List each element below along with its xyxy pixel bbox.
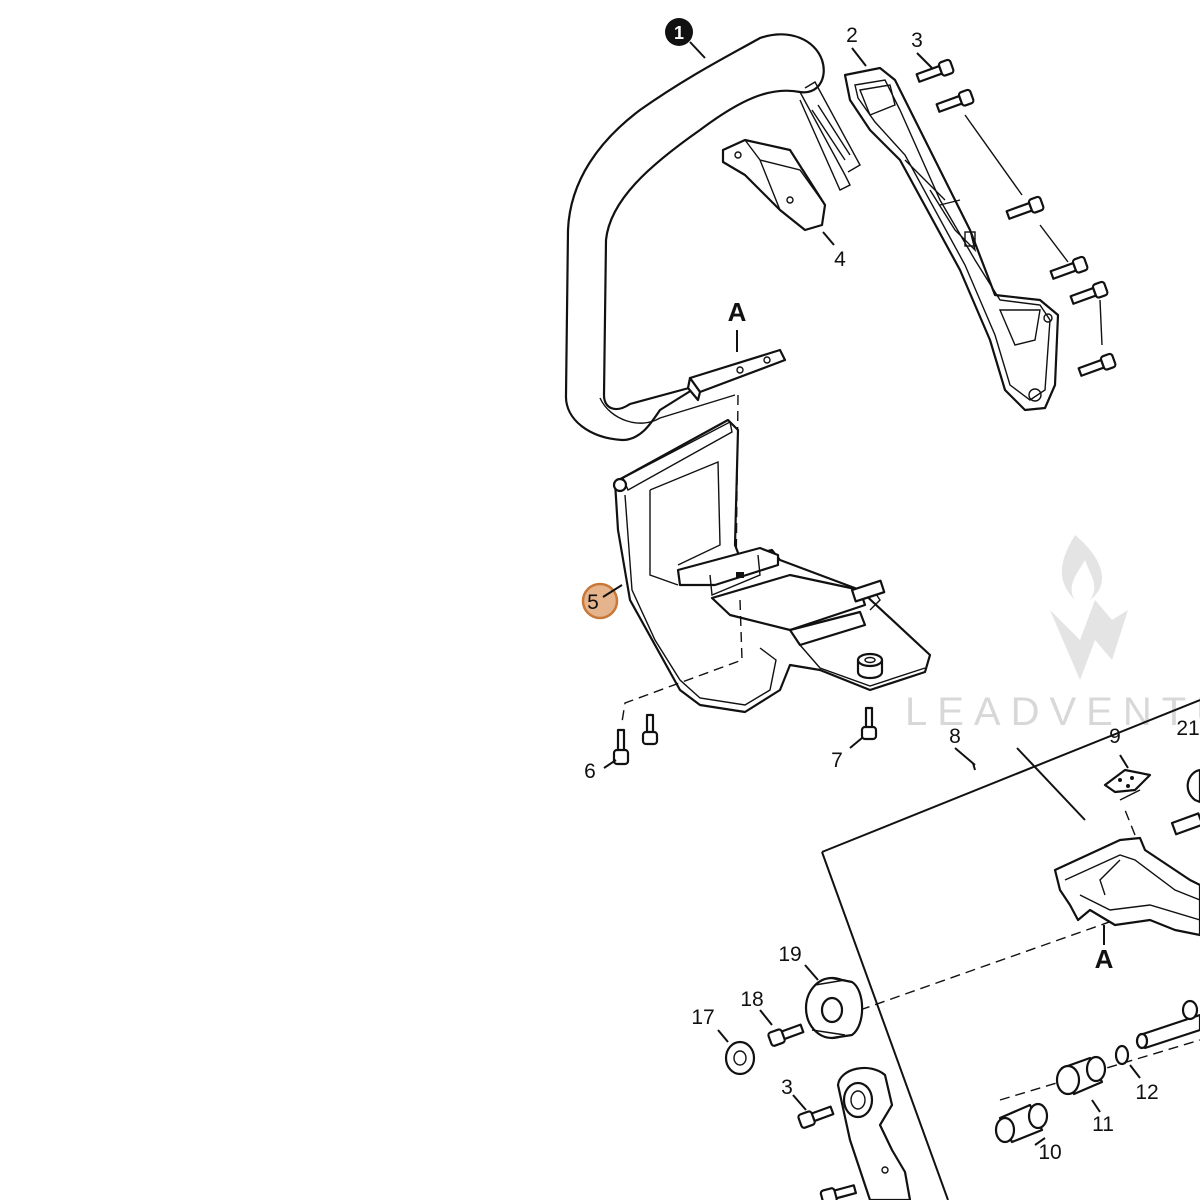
- handle-rail-part-2: [843, 66, 1060, 412]
- bushing-part-11: [1055, 1055, 1107, 1113]
- screw-set-3: [915, 58, 1117, 377]
- rod-part: [1135, 999, 1200, 1050]
- section-mark-a-top: A: [728, 297, 747, 327]
- screw-part-3-lower: [792, 1094, 835, 1129]
- callout-label-18[interactable]: 18: [740, 988, 763, 1011]
- buffer-part-17: [717, 1029, 756, 1076]
- watermark: LEADVENTU: [905, 535, 1200, 734]
- callout-label-6[interactable]: 6: [584, 760, 596, 783]
- callout-label-10[interactable]: 10: [1038, 1141, 1061, 1164]
- flame-logo-icon: [1050, 535, 1128, 680]
- callout-label-12[interactable]: 12: [1135, 1081, 1158, 1104]
- hand-guard-part-5: [612, 418, 932, 723]
- screw-lower-left: [819, 1184, 857, 1200]
- callout-label-7[interactable]: 7: [831, 749, 843, 772]
- grommet-part-9: [1103, 754, 1152, 794]
- callout-label-21[interactable]: 21: [1176, 717, 1199, 740]
- rubber-bumper-19: [804, 964, 864, 1040]
- bracket-part-4: [721, 138, 827, 232]
- screw-part-7: [849, 706, 878, 749]
- callout-label-4[interactable]: 4: [834, 248, 846, 271]
- section-mark-a-bottom: A: [1095, 944, 1114, 974]
- sleeve-part-10: [994, 1102, 1049, 1146]
- callout-label-17[interactable]: 17: [691, 1006, 714, 1029]
- o-ring-part-12: [1114, 1044, 1141, 1079]
- screw-set-6: [603, 713, 659, 769]
- callout-label-11[interactable]: 11: [1092, 1113, 1114, 1136]
- handlebar-part: [564, 33, 861, 442]
- callout-label-3[interactable]: 3: [911, 29, 923, 52]
- callout-label-19[interactable]: 19: [778, 943, 801, 966]
- watermark-text: LEADVENTU: [905, 690, 1200, 734]
- lever-arm-part: [836, 1066, 912, 1200]
- screw-part-18: [759, 1009, 805, 1047]
- callout-label-2[interactable]: 2: [846, 24, 858, 47]
- chassis-frame-8: [821, 699, 1200, 1200]
- callout-label-9[interactable]: 9: [1109, 725, 1121, 748]
- callout-label-8[interactable]: 8: [949, 725, 961, 748]
- callout-label-1: 1: [674, 23, 684, 43]
- callout-1[interactable]: 1: [665, 18, 706, 59]
- callout-label-5: 5: [587, 591, 599, 614]
- callout-label-3-lower[interactable]: 3: [781, 1076, 793, 1099]
- callout-5-highlighted[interactable]: 5: [581, 582, 623, 620]
- mounting-plate-a: [686, 330, 787, 581]
- part-21: [1119, 768, 1200, 836]
